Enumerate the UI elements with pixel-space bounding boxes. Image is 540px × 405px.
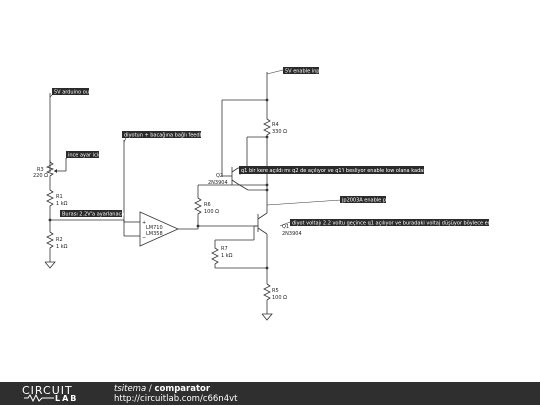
note-enable-input: 5V enable input	[266, 67, 325, 75]
circuit-name[interactable]: comparator	[154, 384, 211, 394]
circuitlab-logo-bottom: LAB	[55, 394, 79, 403]
pot-wiper-arrow	[54, 169, 57, 173]
r5-value: 100 Ω	[272, 295, 287, 301]
resistor-r2-symbol	[46, 230, 54, 250]
svg-text:+: +	[142, 220, 146, 226]
svg-text:jp2003A enable pini: jp2003A enable pini	[341, 198, 392, 204]
r7-value: 1 kΩ	[221, 253, 233, 259]
note-arduino-out: 5V arduino out	[49, 88, 91, 98]
note-q1: q1 bir kere açıldı mı q2 de açılıyor ve …	[239, 166, 456, 175]
r7-ref: R7	[221, 246, 228, 252]
r2-ref: R2	[56, 237, 63, 243]
svg-text:5V enable input: 5V enable input	[285, 69, 325, 75]
wires	[49, 72, 268, 314]
r6-value: 100 Ω	[204, 209, 219, 215]
resistor-r7-symbol	[211, 246, 219, 265]
r4-ref: R4	[272, 122, 279, 128]
r2-value: 1 kΩ	[56, 244, 68, 250]
svg-text:−: −	[142, 235, 146, 241]
junction-dots	[48, 98, 269, 270]
transistor-q1-symbol	[253, 209, 268, 240]
resistor-r3-symbol	[45, 160, 55, 180]
r3-value: 220 Ω	[33, 173, 48, 179]
svg-text:diyot voltajı 2.2 voltu geçinc: diyot voltajı 2.2 voltu geçince q1 açılı…	[292, 221, 529, 227]
resistor-r4-symbol	[263, 117, 271, 137]
note-ince-ayar: ince ayar icin	[65, 151, 101, 160]
circuit-title: tsitema / comparator	[114, 384, 210, 394]
ground-symbols	[44, 261, 273, 321]
transistor-q2-symbol	[226, 167, 239, 185]
opamp-symbol: + − LM710 LM358	[139, 211, 179, 247]
circuitlab-logo-top: CIRCUIT	[22, 384, 73, 397]
note-jp2003a: jp2003A enable pini	[266, 196, 392, 206]
author-name[interactable]: tsitema	[114, 384, 147, 394]
svg-text:ince ayar icin: ince ayar icin	[68, 153, 101, 159]
q2-value: 2N3904	[208, 180, 228, 186]
q2-ref: Q2	[216, 173, 223, 179]
svg-text:diyotun + bacağına bağlı feedb: diyotun + bacağına bağlı feedback	[124, 132, 212, 139]
r5-ref: R5	[272, 288, 279, 294]
r3-ref: R3	[37, 167, 44, 173]
note-diyot: diyot voltajı 2.2 voltu geçince q1 açılı…	[279, 219, 529, 227]
opamp-value-label: LM358	[146, 231, 163, 237]
ground-right-symbol	[261, 313, 273, 321]
resistor-r1-symbol	[46, 188, 54, 208]
r4-value: 330 Ω	[272, 129, 287, 135]
r6-ref: R6	[204, 202, 211, 208]
resistor-symbols	[45, 117, 271, 304]
svg-text:q1 bir kere açıldı mı q2 de aç: q1 bir kere açıldı mı q2 de açılıyor ve …	[241, 168, 456, 174]
ground-left-symbol	[44, 261, 56, 269]
resistor-r6-symbol	[194, 196, 202, 226]
r1-value: 1 kΩ	[56, 201, 68, 207]
svg-text:Burası 2.2V'a ayarlanacak: Burası 2.2V'a ayarlanacak	[62, 212, 127, 218]
resistor-r5-symbol	[263, 282, 271, 304]
note-diyotun: diyotun + bacağına bağlı feedback	[122, 131, 212, 143]
svg-text:5V arduino out: 5V arduino out	[54, 90, 91, 96]
r1-ref: R1	[56, 194, 63, 200]
q1-value: 2N3904	[282, 231, 302, 237]
circuitlab-footer: CIRCUIT LAB tsitema / comparator http://…	[0, 382, 540, 405]
component-labels: R3 220 Ω R1 1 kΩ R2 1 kΩ R4 330 Ω Q2 2N3…	[33, 122, 302, 301]
circuitlab-logo-icon	[24, 394, 54, 402]
q1-ref: Q1	[282, 224, 289, 230]
schematic-canvas: + − LM710 LM358 R3 220 Ω R1 1 kΩ R2 1 kΩ…	[33, 67, 529, 321]
circuit-url[interactable]: http://circuitlab.com/c66n4vt	[114, 394, 238, 404]
opamp-ref-label: LM710	[146, 225, 163, 231]
title-separator: /	[146, 384, 155, 394]
note-buraxi: Burası 2.2V'a ayarlanacak	[60, 210, 127, 218]
annotation-notes: 5V arduino out ince ayar icin Burası 2.2…	[49, 67, 529, 227]
